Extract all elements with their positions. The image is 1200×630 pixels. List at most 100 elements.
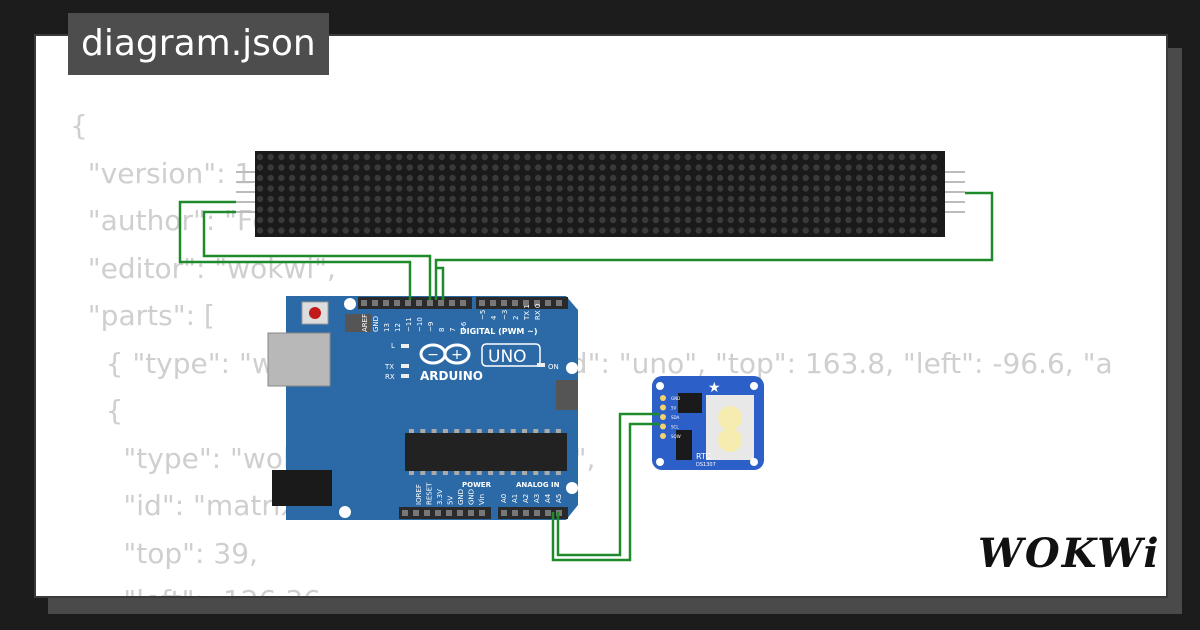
matrix-led [845, 185, 852, 192]
matrix-led [834, 185, 841, 192]
matrix-led [930, 195, 938, 203]
matrix-led [460, 153, 467, 161]
matrix-led [492, 185, 499, 192]
led-matrix[interactable] [236, 151, 965, 237]
matrix-led [898, 206, 906, 213]
matrix-led [813, 195, 820, 203]
matrix-led [599, 227, 606, 234]
matrix-led [278, 195, 285, 203]
matrix-led [513, 206, 520, 213]
matrix-led [642, 227, 649, 234]
rtc-pin-label: SCL [671, 425, 679, 430]
matrix-led [652, 227, 660, 234]
matrix-led [674, 174, 681, 182]
matrix-led [256, 216, 264, 224]
wire-rtc-scl [556, 412, 660, 557]
matrix-led [845, 227, 852, 234]
matrix-led [406, 185, 413, 192]
matrix-led [791, 216, 799, 224]
matrix-led [267, 206, 274, 213]
matrix-led [406, 216, 413, 224]
matrix-led [545, 195, 553, 203]
matrix-led [342, 216, 349, 224]
matrix-led [834, 164, 841, 171]
header-pin [556, 300, 562, 306]
rtc-pin-label: GND [671, 396, 680, 401]
power-label: POWER [462, 481, 492, 489]
matrix-led [588, 185, 595, 192]
matrix-led [920, 185, 927, 192]
matrix-led [877, 185, 884, 192]
matrix-led [599, 153, 606, 161]
matrix-led [374, 216, 381, 224]
matrix-led [417, 227, 424, 234]
matrix-led [556, 227, 563, 234]
matrix-led [813, 227, 820, 234]
pin-label: A0 [500, 494, 508, 503]
matrix-led [877, 206, 884, 213]
matrix-led [888, 185, 895, 192]
matrix-led [481, 174, 488, 182]
arduino-uno-board[interactable]: − + ARDUINO UNO DIGITAL (PWM ~) POWER AN… [267, 296, 578, 520]
header-pin [446, 510, 452, 516]
matrix-led [856, 195, 863, 203]
chip-leg [442, 471, 448, 475]
matrix-led [588, 174, 595, 182]
matrix-led [460, 185, 467, 192]
matrix-led [770, 216, 777, 224]
matrix-led [749, 206, 756, 213]
matrix-led [791, 174, 799, 182]
matrix-led [278, 206, 285, 213]
matrix-led [727, 164, 734, 171]
matrix-led [524, 164, 531, 171]
header-pin [501, 300, 507, 306]
matrix-led [791, 227, 799, 234]
header-pin [402, 510, 408, 516]
matrix-led [353, 216, 360, 224]
matrix-led [342, 195, 349, 203]
pin-label: 8 [438, 328, 446, 332]
matrix-led [428, 216, 435, 224]
matrix-led [599, 164, 606, 171]
power-jack [272, 470, 332, 506]
matrix-led [749, 227, 756, 234]
matrix-led [267, 227, 274, 234]
matrix-led [823, 164, 831, 171]
matrix-led [406, 227, 413, 234]
matrix-led [342, 164, 349, 171]
pin-label: A2 [522, 494, 530, 503]
matrix-led [428, 185, 435, 192]
code-line: "parts": [ [70, 299, 215, 332]
svg-text:+: + [451, 347, 463, 363]
matrix-led [470, 153, 478, 161]
matrix-led [417, 164, 424, 171]
matrix-led [299, 227, 306, 234]
matrix-led [577, 195, 585, 203]
matrix-led [738, 206, 745, 213]
matrix-led [460, 174, 467, 182]
arduino-brand: ARDUINO [420, 369, 483, 383]
matrix-led [620, 185, 627, 192]
matrix-led [513, 185, 520, 192]
matrix-led [738, 185, 745, 192]
matrix-led [374, 153, 381, 161]
matrix-led [620, 195, 627, 203]
matrix-led [727, 174, 734, 182]
matrix-led [749, 164, 756, 171]
header-pin [361, 300, 367, 306]
matrix-led [663, 153, 670, 161]
matrix-led [599, 206, 606, 213]
matrix-led [524, 174, 531, 182]
matrix-led [738, 153, 745, 161]
matrix-led [909, 216, 916, 224]
matrix-led [556, 216, 563, 224]
matrix-led [428, 174, 435, 182]
matrix-led [642, 185, 649, 192]
matrix-led [278, 174, 285, 182]
header-pin [468, 510, 474, 516]
matrix-led [802, 185, 809, 192]
matrix-led [438, 195, 446, 203]
matrix-led [513, 216, 520, 224]
pin-label: Vin [478, 494, 486, 505]
